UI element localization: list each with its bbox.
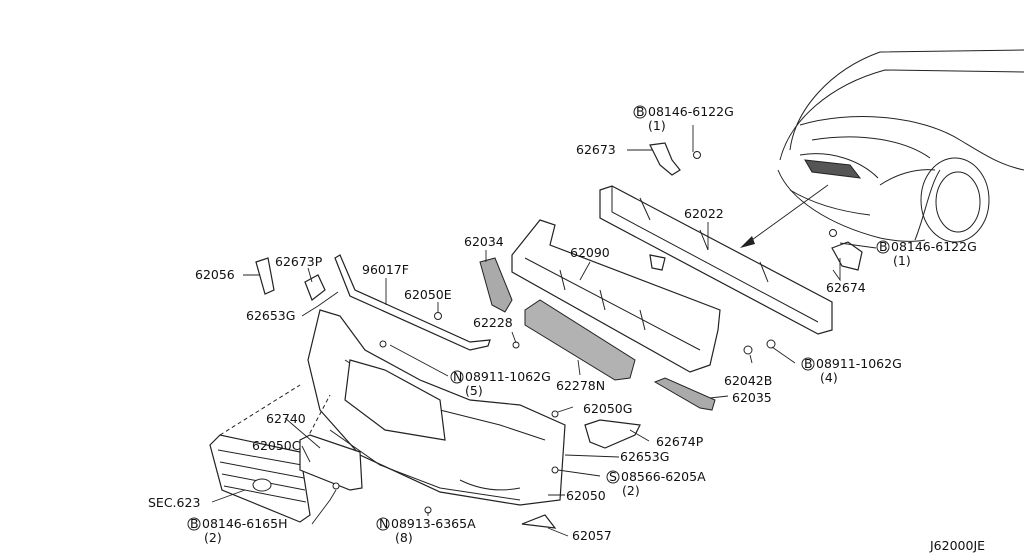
part-label-62673P: 62673P bbox=[275, 254, 323, 269]
part-label-96017F: 96017F bbox=[362, 262, 409, 277]
svg-text:(1): (1) bbox=[648, 118, 666, 133]
svg-text:(2): (2) bbox=[204, 530, 222, 545]
bracket-62673 bbox=[649, 142, 681, 176]
upper-strip-96017F bbox=[334, 254, 491, 351]
part-label-62653G-right: 62653G bbox=[620, 449, 669, 464]
part-label-62228: 62228 bbox=[473, 315, 513, 330]
lower-grille-62278N bbox=[524, 299, 636, 381]
svg-text:(5): (5) bbox=[465, 383, 483, 398]
svg-text:(1): (1) bbox=[893, 253, 911, 268]
part-label-62056: 62056 bbox=[195, 267, 235, 282]
part-label-62042B: 62042B bbox=[724, 373, 772, 388]
bumper-fascia-62050 bbox=[307, 309, 566, 506]
part-label-08146-6122G-right: B 08146-6122G (1) bbox=[876, 239, 977, 268]
part-label-08911-1062G-n: N 08911-1062G (5) bbox=[450, 369, 551, 398]
part-label-62050E: 62050E bbox=[404, 287, 452, 302]
part-label-62740: 62740 bbox=[266, 411, 306, 426]
bracket-62673P bbox=[304, 274, 326, 301]
part-label-62050G: 62050G bbox=[583, 401, 632, 416]
part-label-08146-6165H: B 08146-6165H (2) bbox=[187, 516, 288, 545]
svg-text:08566-6205A: 08566-6205A bbox=[621, 469, 706, 484]
part-label-62034: 62034 bbox=[464, 234, 504, 249]
part-label-62674: 62674 bbox=[826, 280, 866, 295]
svg-text:08911-1062G: 08911-1062G bbox=[465, 369, 551, 384]
part-label-62035: 62035 bbox=[732, 390, 772, 405]
svg-text:N: N bbox=[379, 516, 388, 531]
part-label-sec623: SEC.623 bbox=[148, 495, 200, 510]
diagram-code: J62000JE bbox=[929, 538, 985, 553]
svg-text:08911-1062G: 08911-1062G bbox=[816, 356, 902, 371]
bracket-62674 bbox=[831, 241, 863, 271]
part-labels: B 08146-6122G (1) 62673 62022 62034 6209… bbox=[148, 104, 985, 553]
svg-text:B: B bbox=[879, 239, 888, 254]
bumper-reinforcement-62022 bbox=[599, 185, 833, 335]
svg-text:(2): (2) bbox=[622, 483, 640, 498]
part-label-08146-6122G-top: B 08146-6122G (1) bbox=[633, 104, 734, 133]
part-label-62022: 62022 bbox=[684, 206, 724, 221]
part-label-08913-6365A: N 08913-6365A (8) bbox=[376, 516, 476, 545]
part-label-62673: 62673 bbox=[576, 142, 616, 157]
part-label-08566-6205A: S 08566-6205A (2) bbox=[606, 469, 706, 498]
svg-text:08146-6165H: 08146-6165H bbox=[202, 516, 288, 531]
svg-text:08913-6365A: 08913-6365A bbox=[391, 516, 476, 531]
svg-text:(4): (4) bbox=[820, 370, 838, 385]
part-label-62090: 62090 bbox=[570, 245, 610, 260]
part-label-62057: 62057 bbox=[572, 528, 612, 543]
part-label-62278N: 62278N bbox=[556, 378, 605, 393]
part-label-62653G-left: 62653G bbox=[246, 308, 295, 323]
side-grille-62034 bbox=[479, 257, 513, 313]
part-label-62674P: 62674P bbox=[656, 434, 704, 449]
svg-text:B: B bbox=[190, 516, 199, 531]
svg-text:S: S bbox=[609, 469, 617, 484]
svg-text:N: N bbox=[453, 369, 462, 384]
svg-text:08146-6122G: 08146-6122G bbox=[891, 239, 977, 254]
bracket-62674P bbox=[584, 419, 641, 449]
part-label-62050C: 62050C bbox=[252, 438, 301, 453]
cover-62057 bbox=[521, 514, 557, 529]
part-label-08911-1062G-b: B 08911-1062G (4) bbox=[801, 356, 902, 385]
svg-text:(8): (8) bbox=[395, 530, 413, 545]
side-grille-62035 bbox=[653, 377, 716, 411]
part-label-62050: 62050 bbox=[566, 488, 606, 503]
vehicle-front-illustration bbox=[777, 49, 1024, 243]
energy-absorber-62090 bbox=[511, 219, 721, 373]
leader-lines bbox=[211, 125, 877, 537]
bracket-62056 bbox=[255, 257, 275, 295]
svg-text:B: B bbox=[804, 356, 813, 371]
svg-text:08146-6122G: 08146-6122G bbox=[648, 104, 734, 119]
svg-text:B: B bbox=[636, 104, 645, 119]
license-bracket-62740 bbox=[299, 434, 363, 491]
